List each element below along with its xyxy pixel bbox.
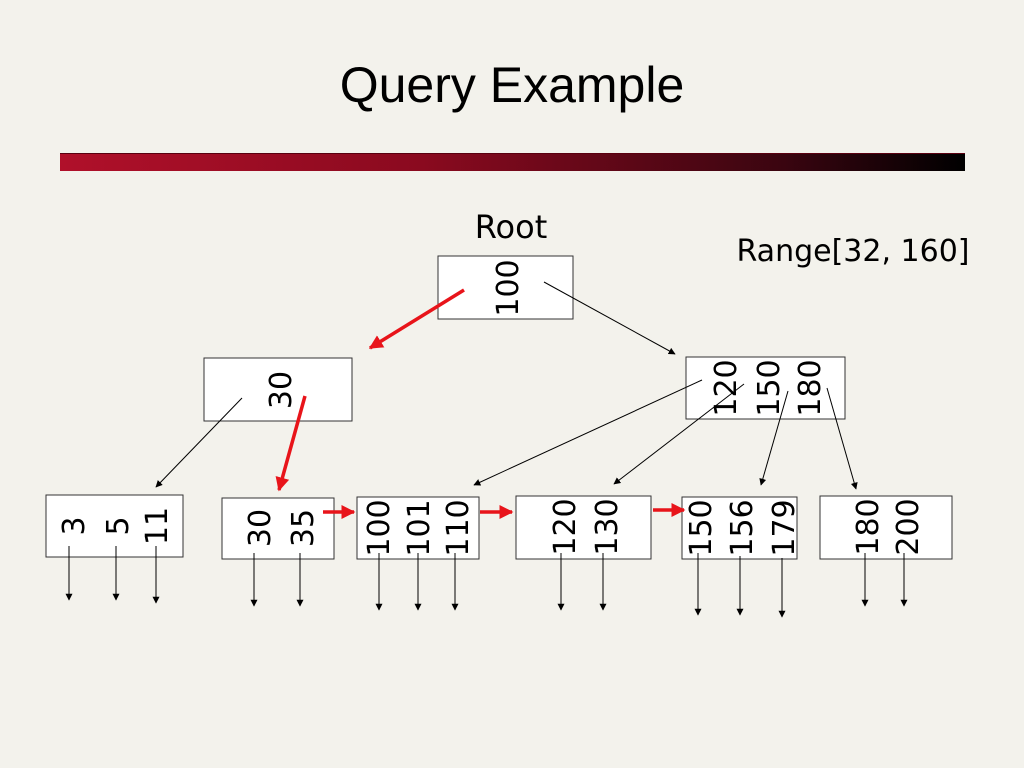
node-key: 200 [891,498,926,555]
node-key: 30 [264,371,299,409]
node-key: 5 [101,516,136,535]
leaf-node-6: 180 200 [819,495,953,560]
node-key: 3 [57,516,92,535]
node-key: 11 [140,507,175,545]
internal-node-left: 30 [203,357,353,422]
node-key: 35 [286,509,321,547]
node-key: 180 [793,359,828,416]
node-key: 179 [767,499,802,556]
pointer-arrow [759,390,789,486]
node-key: 130 [590,498,625,555]
node-key: 120 [548,498,583,555]
pointer-arrow [826,387,858,490]
leaf-node-1: 3 5 11 [45,494,184,558]
child-pointers [155,281,858,490]
leaf-node-3: 100 101 110 [356,496,480,560]
query-path-arrow [275,395,307,492]
query-path [275,288,686,519]
leaf-node-5: 150 156 179 [681,496,802,560]
pointer-arrow [155,397,243,488]
pointer-arrow [543,281,676,355]
node-key: 101 [402,499,437,556]
node-key: 110 [441,499,476,556]
root-label: Root [475,208,548,246]
node-key: 100 [491,259,526,316]
query-path-arrow [368,288,465,350]
node-key: 156 [725,499,760,556]
internal-node-right: 120 150 180 [685,356,846,420]
node-key: 150 [684,499,719,556]
root-node: 100 [437,255,574,320]
leaf-node-4: 120 130 [515,495,652,560]
title-divider-bar [60,153,965,171]
range-label: Range[32, 160] [737,234,970,269]
leaf-node-2: 30 35 [221,497,335,560]
slide-title: Query Example [339,57,685,113]
leaf-data-pointers [65,546,908,618]
node-key: 100 [362,499,397,556]
node-key: 30 [243,509,278,547]
pointer-arrow [613,383,745,485]
node-key: 150 [752,359,787,416]
pointer-arrow [473,379,703,486]
node-key: 180 [851,498,886,555]
